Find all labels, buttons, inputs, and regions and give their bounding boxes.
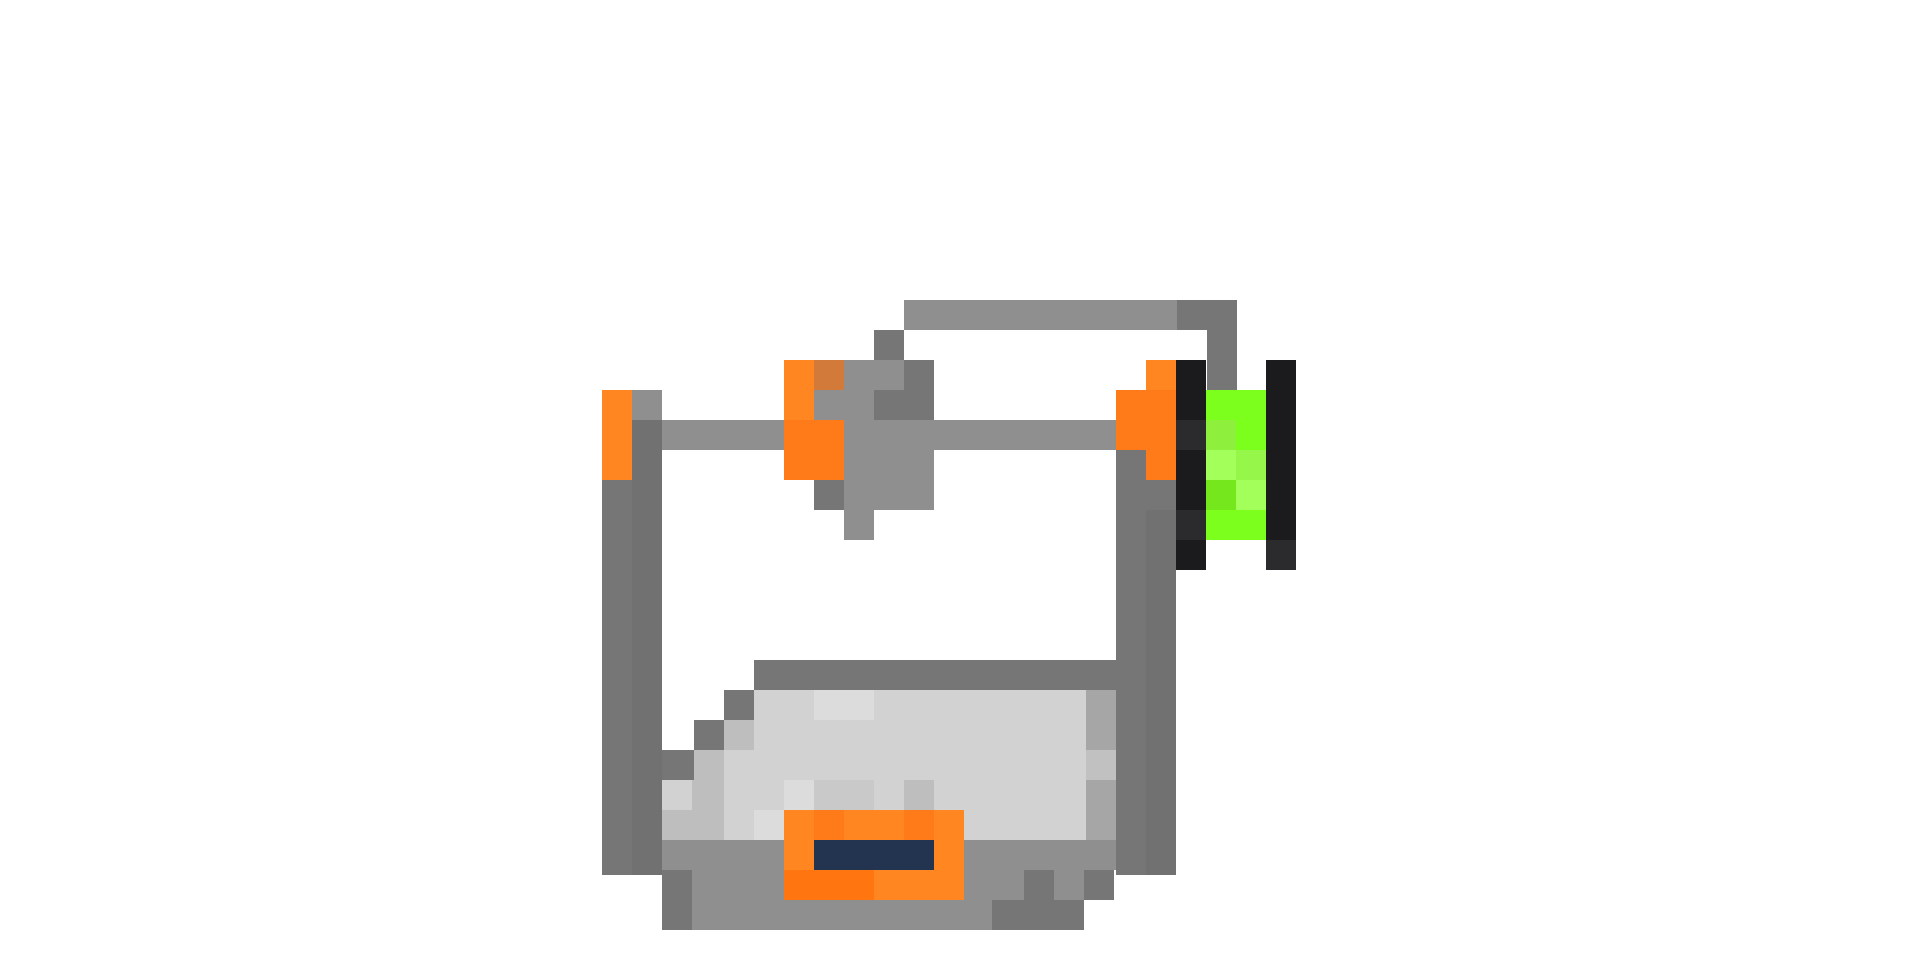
left-orange-flag [602, 390, 632, 480]
handle-bar [904, 300, 1177, 330]
base-feet-row [692, 870, 784, 900]
basin-highlight-1 [814, 690, 874, 720]
left-post-inner [632, 420, 662, 875]
right-orange-top [1146, 360, 1176, 390]
indicator-glow-1 [1206, 420, 1236, 450]
crossbar-left [662, 420, 784, 450]
nozzle-orange-lower [784, 420, 844, 480]
panel-frame-bottom [784, 870, 874, 900]
basin-step-2 [694, 720, 724, 750]
indicator-glow-3 [1236, 450, 1266, 480]
handle-cap [1177, 300, 1237, 330]
base [662, 840, 1116, 930]
base-bottom-strip [692, 900, 992, 930]
basin-mid-1 [814, 780, 874, 810]
control-panel [784, 810, 964, 900]
handle-post [1207, 330, 1237, 390]
basin-shade-1 [724, 720, 754, 750]
indicator-glow-5 [1206, 480, 1236, 510]
panel-frame-shade [814, 810, 844, 840]
basin-fill-1 [754, 690, 1086, 720]
base-left-plate [662, 840, 784, 870]
base-right-row [964, 870, 1024, 900]
basin-step-3 [662, 750, 694, 780]
basin-edge-1 [1086, 690, 1116, 720]
base-bolt-2 [1054, 870, 1084, 900]
basin-fill-2 [724, 720, 1086, 750]
indicator-glow-2 [1206, 450, 1236, 480]
left-top-light [632, 390, 662, 420]
basin-rim [754, 660, 1146, 690]
left-frame [602, 390, 662, 875]
crossbar-right [934, 420, 1116, 450]
handle-hook [874, 330, 904, 360]
nozzle-shadow-top [874, 390, 934, 420]
right-post-inner [1146, 510, 1176, 875]
basin-fill-3 [694, 750, 1086, 780]
nozzle-copper [814, 360, 844, 390]
nozzle-tip [844, 510, 874, 540]
bracket-left-shade-2 [1176, 510, 1206, 540]
base-dark-bolt-3 [1084, 870, 1114, 900]
bracket-left-shade [1176, 420, 1206, 450]
basin-highlight-2 [784, 780, 814, 810]
base-bottom-dark [992, 900, 1084, 930]
base-left-foot-edge [662, 870, 692, 930]
crossbar [662, 420, 1116, 450]
panel-screen [814, 840, 934, 870]
indicator-glow-4 [1236, 480, 1266, 510]
basin-shade-2 [694, 750, 724, 780]
bracket-right-foot [1266, 540, 1296, 570]
panel-frame-shade-2 [904, 810, 934, 840]
nozzle-head [784, 360, 934, 540]
base-right-plate [964, 840, 1116, 870]
right-orange-low [1146, 450, 1176, 480]
basin-shade-4 [662, 810, 724, 840]
base-dark-bolt-1 [1024, 870, 1054, 900]
basin-edge-2 [1086, 720, 1116, 750]
basin-step-1 [724, 690, 754, 720]
nozzle-edge [904, 360, 934, 390]
nozzle-orange-upper [784, 360, 814, 420]
basin-highlight-3 [754, 810, 784, 840]
basin-shade-5 [904, 780, 934, 810]
status-indicator [1176, 360, 1296, 570]
basin-edge-4 [1086, 780, 1116, 840]
basin-edge-3 [1086, 750, 1116, 780]
basin [662, 660, 1146, 840]
right-orange-mid [1116, 390, 1176, 450]
nozzle-gray-chip [814, 390, 844, 420]
right-frame [1116, 360, 1176, 875]
top-handle [874, 300, 1237, 390]
basin-shade-3 [692, 780, 724, 810]
nozzle-left-nub [814, 480, 844, 510]
bracket-right [1266, 360, 1296, 570]
